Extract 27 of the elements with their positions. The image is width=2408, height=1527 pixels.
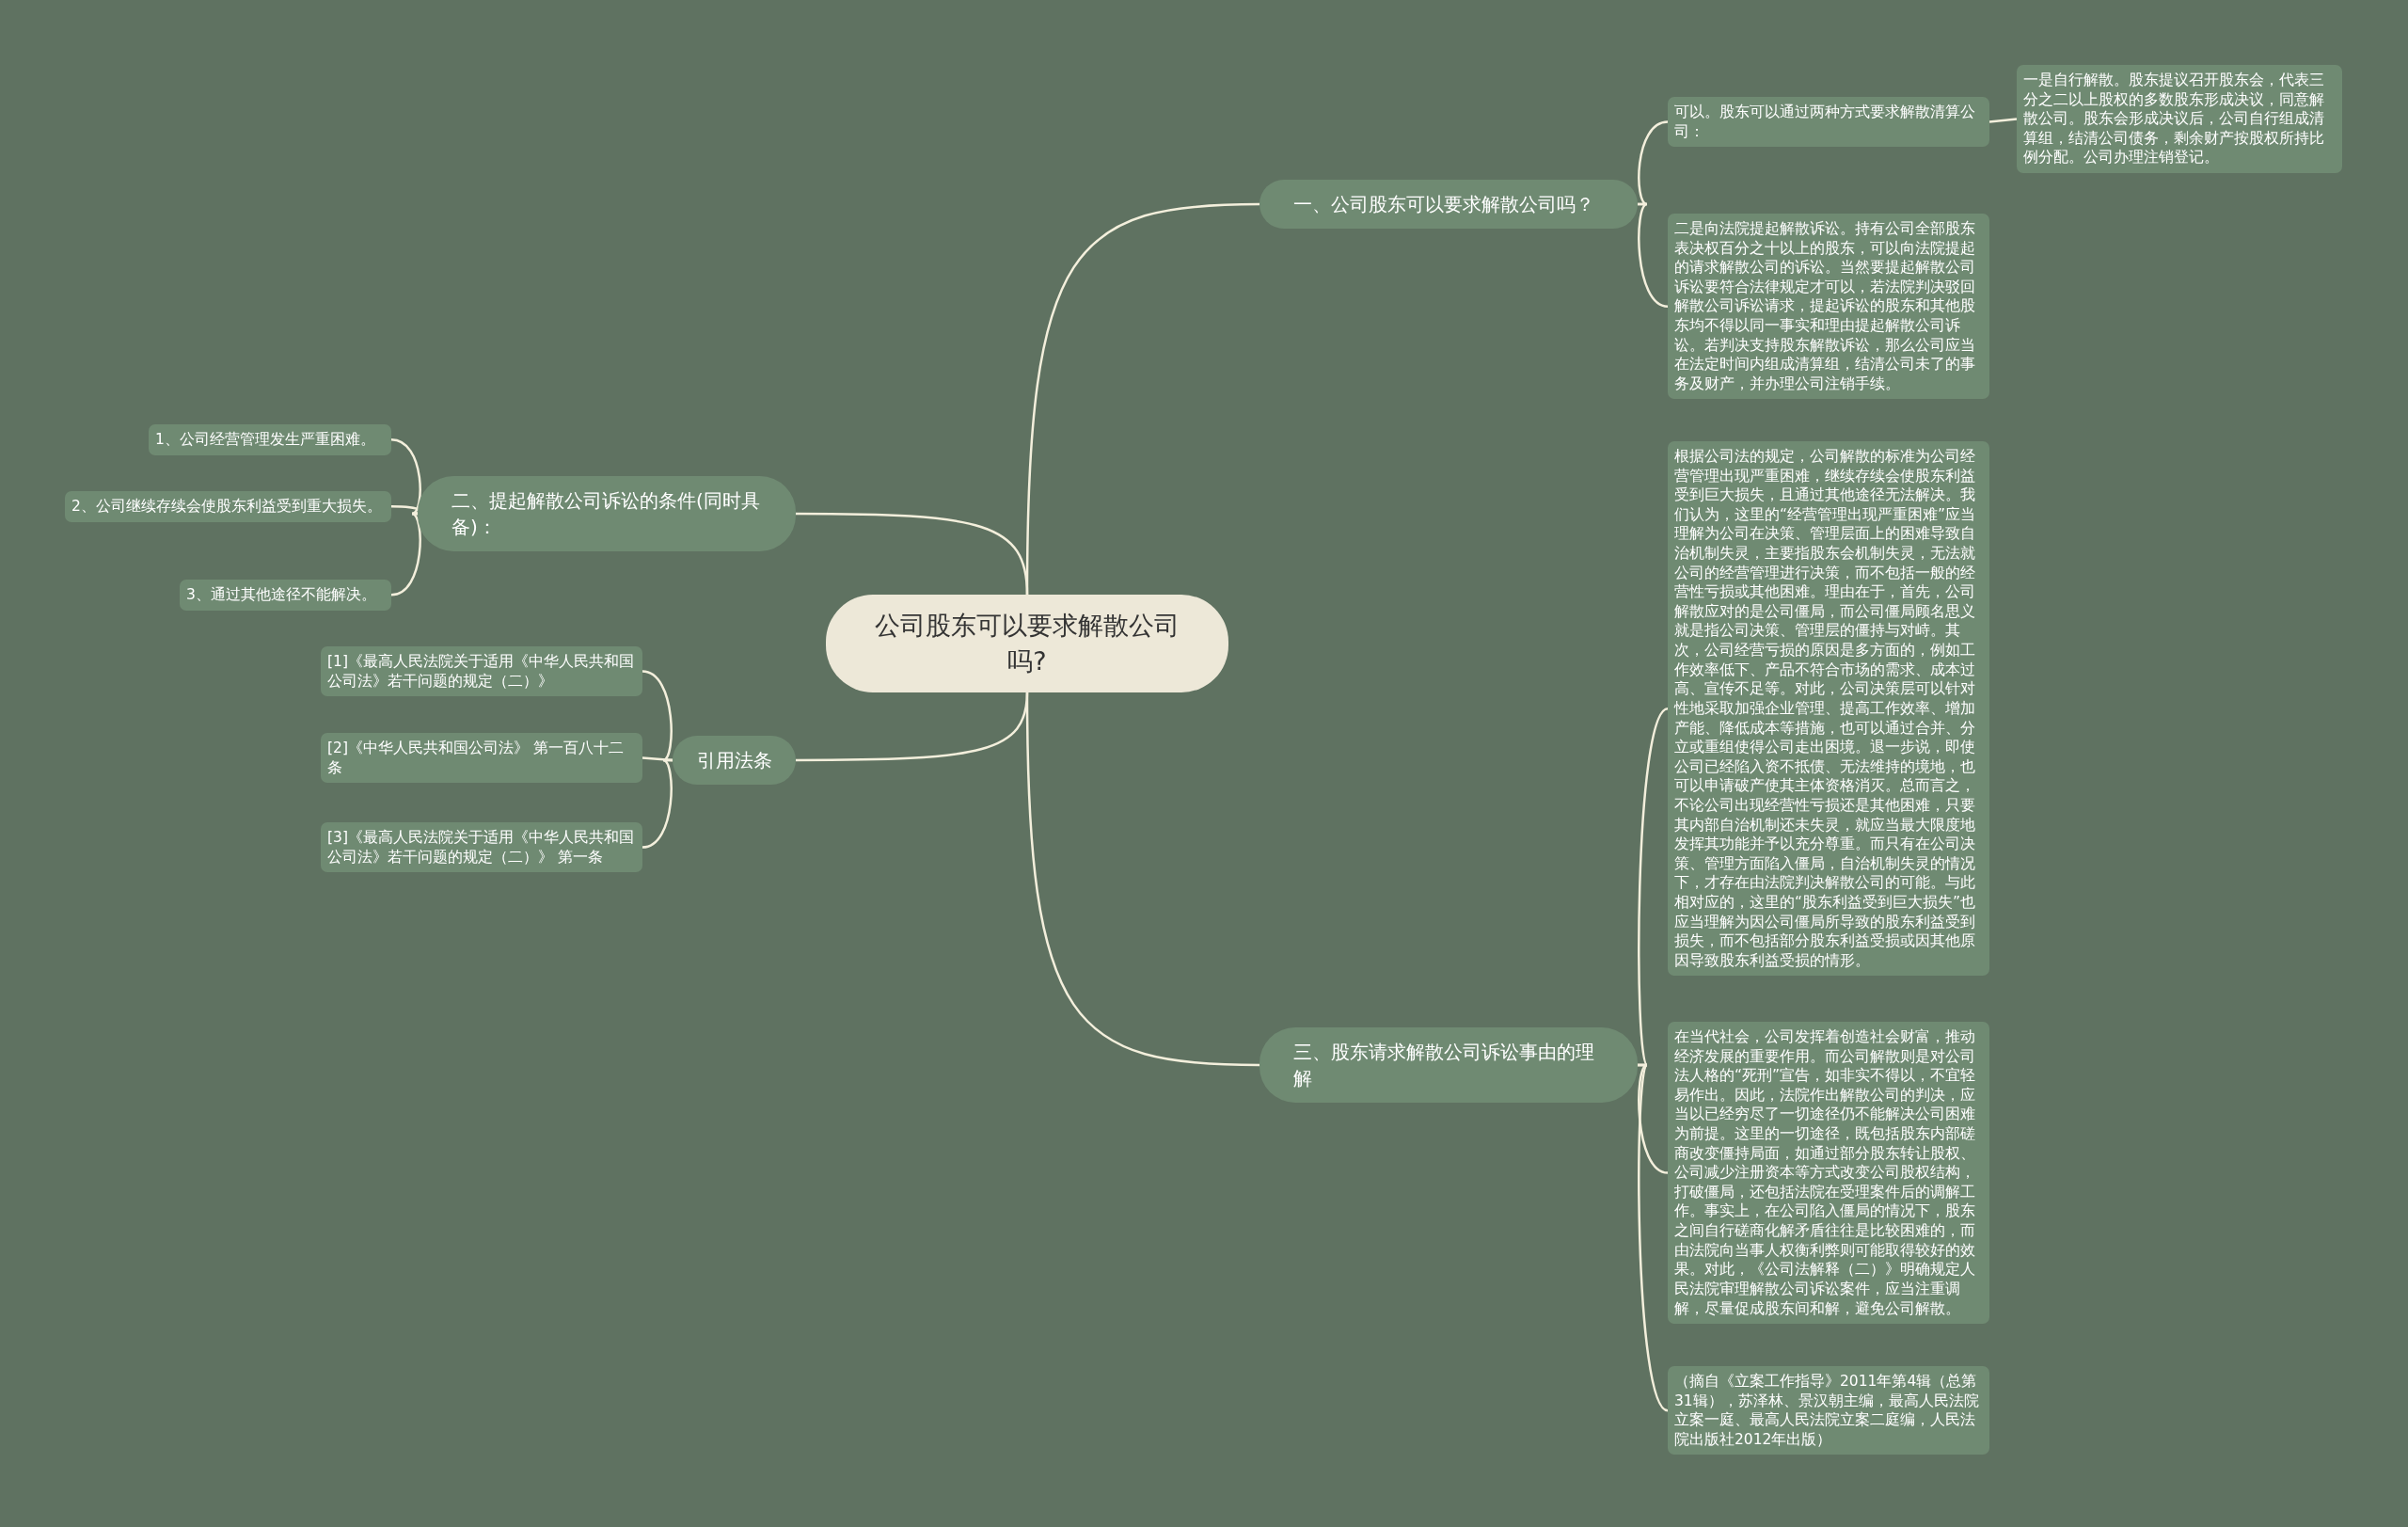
text-card: [3]《最高人民法院关于适用《中华人民共和国公司法》若干问题的规定（二）》 第一条 <box>321 822 642 873</box>
topic-node: 二、提起解散公司诉讼的条件(同时具备)： <box>418 476 796 551</box>
text-card: [2]《中华人民共和国公司法》 第一百八十二条 <box>321 733 642 784</box>
root-topic: 公司股东可以要求解散公司吗? <box>826 595 1228 692</box>
text-card: 1、公司经营管理发生严重困难。 <box>149 424 391 455</box>
connector-line <box>390 438 421 516</box>
text-card: 根据公司法的规定，公司解散的标准为公司经营管理出现严重困难，继续存续会使股东利益受到巨大损失，且通过其他途径无法解决。我们认为，这里的“经营管理出现严重困难”应当理解为公司在决策、管理层面上的困难导致自治机制失灵，主要指股东会机制失灵，无法就公司的经营管理进行决策，而不包括一般的经营性亏损或其他困难。理由在于，首先，公司解散应对的是公司僵局，而公司僵局顾名思义就是指公司决策、管理层的僵持与对峙。其次，公司经营亏损的原因是多方面的，例如工作效率低下、产品不符合市场的需求、成本过高、宣传不足等。对此，公司决策层可以针对性地采取加强企业管理、提高工作效率、增加产能、降低成本等措施，也可以通过合并、分立或重组使得公司走出困境。退一步说，即使公司已经陷入资不抵债、无法维持的境地，也可以申请破产使其主体资格消灭。总而言之，不论公司出现经营性亏损还是其他困难，只要其内部自治机制还未失灵，就应当最大限度地发挥其功能并予以充分尊重。而只有在公司决策、管理方面陷入僵局，自治机制失灵的情况下，才存在由法院判决解散公司的可能。与此相对应的，这里的“股东利益受到巨大损失”也应当理解为因公司僵局所导致的股东利益受到损失，而不包括部分股东利益受损或因其他原因导致股东利益受损的情形。 <box>1668 441 1989 977</box>
connector-line <box>1025 692 1260 1067</box>
text-card: 3、通过其他途径不能解决。 <box>180 580 391 611</box>
connector-line <box>1638 708 1669 1067</box>
connector-line <box>642 758 673 849</box>
connector-line <box>390 512 421 596</box>
text-card: 可以。股东可以通过两种方式要求解散清算公司： <box>1668 97 1989 148</box>
connector-line <box>796 512 1029 596</box>
text-card: 在当代社会，公司发挥着创造社会财富，推动经济发展的重要作用。而公司解散则是对公司法人格的“死刑”宣告，如非实不得以，不宜轻易作出。因此，法院作出解散公司的判决，应当以已经穷尽了一切途径仍不能解决公司困难为前提。这里的一切途径，既包括股东内部磋商改变僵持局面，如通过部分股东转让股权、公司减少注册资本等方式改变公司股权结构，打破僵局，还包括法院在受理案件后的调解工作。事实上，在公司陷入僵局的情况下，股东之间自行磋商化解矛盾往往是比较困难的，而由法院向当事人权衡利弊则可能取得较好的效果。对此，《公司法解释（二）》明确规定人民法院审理解散公司诉讼案件，应当注重调解，尽量促成股东间和解，避免公司解散。 <box>1668 1022 1989 1325</box>
connector-line <box>1638 202 1669 308</box>
connector-line <box>1638 120 1669 206</box>
text-card: （摘自《立案工作指导》2011年第4辑（总第31辑），苏泽林、景汉朝主编，最高人民法院立案一庭、最高人民法院立案二庭编，人民法院出版社2012年出版） <box>1668 1366 1989 1455</box>
text-card: [1]《最高人民法院关于适用《中华人民共和国公司法》若干问题的规定（二）》 <box>321 646 642 697</box>
topic-node: 三、股东请求解散公司诉讼事由的理解 <box>1259 1027 1638 1103</box>
topic-node: 引用法条 <box>673 736 796 785</box>
topic-node: 一、公司股东可以要求解散公司吗？ <box>1259 180 1638 229</box>
text-card: 2、公司继续存续会使股东利益受到重大损失。 <box>65 491 391 522</box>
text-card: 二是向法院提起解散诉讼。持有公司全部股东表决权百分之十以上的股东，可以向法院提起的请求解散公司的诉讼。当然要提起解散公司诉讼要符合法律规定才可以，若法院判决驳回解散公司诉讼请求，提起诉讼的股东和其他股东均不得以同一事实和理由提起解散公司诉讼。若判决支持股东解散诉讼，那么公司应当在法定时间内组成清算组，结清公司未了的事务及财产，并办理公司注销手续。 <box>1668 214 1989 400</box>
connector-line <box>1988 118 2018 123</box>
text-card: 一是自行解散。股东提议召开股东会，代表三分之二以上股权的多数股东形成决议，同意解散公司。股东会形成决议后，公司自行组成清算组，结清公司债务，剩余财产按股权所持比例分配。公司办理注销登记。 <box>2017 65 2342 174</box>
connector-line <box>1638 1063 1669 1412</box>
